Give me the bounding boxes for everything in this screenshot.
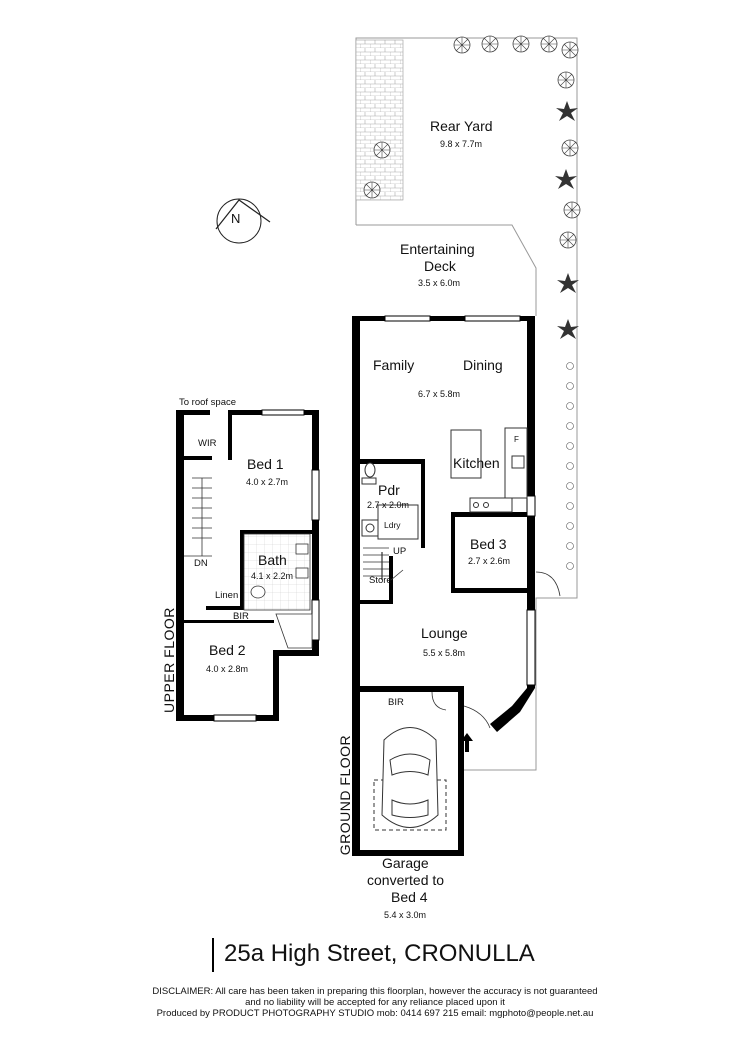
- upper-stairs: [184, 477, 212, 557]
- family-name: Family: [373, 357, 415, 373]
- garage-name-line3: Bed 4: [391, 889, 428, 905]
- disclaimer-line2: and no liability will be accepted for an…: [245, 997, 505, 1008]
- dining-name: Dining: [463, 357, 503, 373]
- stairs-down-label: DN: [194, 558, 208, 569]
- bath-dims: 4.1 x 2.2m: [251, 571, 294, 581]
- ground-bir-name: BIR: [388, 697, 404, 708]
- property-address: 25a High Street, CRONULLA: [224, 940, 535, 967]
- garage-name-line1: Garage: [382, 855, 429, 871]
- deck-name-line1: Entertaining: [400, 241, 475, 257]
- ground-stairs: [363, 547, 389, 580]
- compass-label: N: [231, 211, 241, 226]
- bed3-dims: 2.7 x 2.6m: [468, 556, 511, 566]
- disclaimer-line3: Produced by PRODUCT PHOTOGRAPHY STUDIO m…: [156, 1008, 594, 1019]
- upper-floor-windows: [213, 409, 320, 722]
- lounge-dims: 5.5 x 5.8m: [423, 648, 466, 658]
- bed1-dims: 4.0 x 2.7m: [246, 477, 289, 487]
- ground-floor-windows: [384, 315, 536, 686]
- laundry-name: Ldry: [384, 520, 401, 530]
- rear-yard-dims: 9.8 x 7.7m: [440, 139, 483, 149]
- powder-room-fixtures: [361, 462, 419, 540]
- door-swings: [390, 569, 561, 729]
- pdr-dims: 2.7 x 2.0m: [367, 500, 410, 510]
- family-dining-dims: 6.7 x 5.8m: [418, 389, 461, 399]
- upper-bir-name: BIR: [233, 611, 249, 622]
- bathroom-fixtures: [243, 533, 313, 649]
- car-icon: [373, 727, 447, 831]
- rear-yard-boundary: [355, 37, 578, 771]
- kitchen-fixtures: [450, 427, 528, 513]
- disclaimer-line1: DISCLAIMER: All care has been taken in p…: [152, 986, 598, 997]
- bath-name: Bath: [258, 552, 287, 568]
- deck-dims: 3.5 x 6.0m: [418, 278, 461, 288]
- garage-dims: 5.4 x 3.0m: [384, 910, 427, 920]
- bed1-name: Bed 1: [247, 456, 284, 472]
- paved-path: [355, 39, 404, 201]
- pdr-name: Pdr: [378, 482, 400, 498]
- bed2-dims: 4.0 x 2.8m: [206, 664, 249, 674]
- lounge-name: Lounge: [421, 625, 468, 641]
- kitchen-name: Kitchen: [453, 455, 500, 471]
- garden-plants: [363, 35, 581, 570]
- upper-floor-label: UPPER FLOOR: [160, 607, 177, 713]
- stairs-up-label: UP: [393, 546, 407, 557]
- ground-floor-label: GROUND FLOOR: [336, 734, 353, 856]
- bed3-name: Bed 3: [470, 536, 507, 552]
- fridge-label: F: [514, 435, 519, 444]
- bed2-name: Bed 2: [209, 642, 246, 658]
- north-compass-icon: [215, 198, 271, 244]
- entry-arrow-icon: [461, 733, 473, 752]
- rear-yard-name: Rear Yard: [430, 118, 493, 134]
- store-name: Store: [369, 575, 392, 586]
- linen-name: Linen: [215, 590, 239, 601]
- deck-name-line2: Deck: [424, 258, 456, 274]
- roof-space-label: To roof space: [179, 397, 237, 408]
- garage-name-line2: converted to: [367, 872, 445, 888]
- wir-name: WIR: [198, 438, 217, 449]
